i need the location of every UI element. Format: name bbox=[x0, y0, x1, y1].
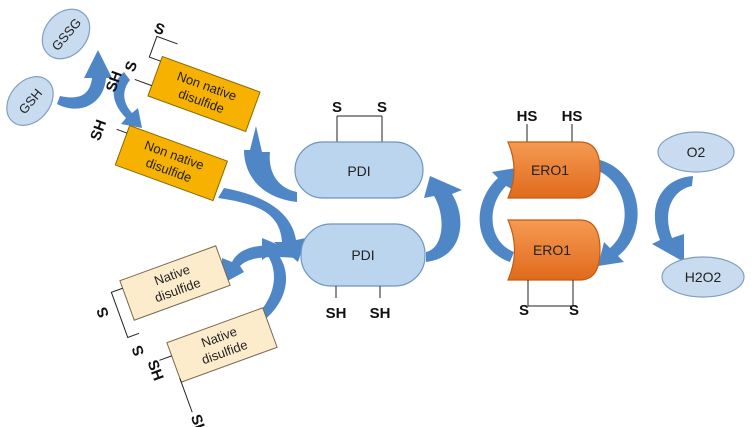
pdi-red-thiol-left: SH bbox=[326, 305, 347, 322]
nonnative-top-bond bbox=[148, 35, 178, 62]
h2o2-label: H2O2 bbox=[685, 269, 722, 285]
nonnative-exchange-arrow bbox=[113, 72, 142, 128]
gsh-molecule: GSH bbox=[6, 76, 54, 126]
native-return-arrow bbox=[258, 238, 287, 322]
native-bottom-stub-a bbox=[159, 355, 172, 361]
native-top-bond bbox=[110, 287, 140, 339]
pdi-ox-label: PDI bbox=[347, 163, 370, 179]
nonnative-to-pdi-arrow bbox=[218, 188, 306, 262]
nonnative-top-stub bbox=[134, 78, 152, 87]
gssg-molecule: GSSG bbox=[41, 8, 91, 60]
ero1-ox-thiol-left: S bbox=[519, 302, 529, 319]
h2o2-molecule: H2O2 bbox=[661, 256, 745, 298]
ero1-reduced: HS HS ERO1 bbox=[507, 108, 601, 199]
ero1-red-thiol-right: HS bbox=[562, 108, 583, 125]
pdi-reduced: PDI SH SH bbox=[300, 223, 426, 322]
ero1-ox-thiol-right: S bbox=[569, 302, 579, 319]
ero1-oxidized: ERO1 S S bbox=[507, 219, 601, 319]
ero1-red-thiol-left: HS bbox=[517, 108, 538, 125]
pdi-ox-thiol-right: S bbox=[377, 99, 387, 116]
ero1-regeneration-arrow bbox=[479, 168, 516, 262]
native-bottom-thiol-b: SH bbox=[187, 412, 210, 427]
pdi-to-nonnative-arrow bbox=[244, 126, 297, 202]
ero1-red-label: ERO1 bbox=[531, 162, 569, 178]
native-top-thiol-b: S bbox=[129, 343, 148, 358]
ero1-reoxidation-arrow bbox=[596, 160, 638, 266]
o2-molecule: O2 bbox=[657, 131, 735, 173]
gsh-to-gssg-arrow bbox=[57, 50, 112, 109]
o2-label: O2 bbox=[687, 144, 706, 160]
nonnative-bottom-substrate: Non native disulfide SH bbox=[87, 118, 229, 202]
reaction-arrows bbox=[57, 50, 693, 322]
native-bottom-substrate: Native disulfide SH SH bbox=[144, 307, 278, 427]
native-top-thiol-a: S bbox=[93, 305, 112, 320]
pdi-red-label: PDI bbox=[351, 247, 374, 263]
pdi-red-thiol-right: SH bbox=[370, 305, 391, 322]
o2-to-h2o2-arrow bbox=[652, 176, 693, 262]
nonnative-bottom-stub bbox=[116, 128, 128, 134]
pdi-oxidized: S S PDI bbox=[294, 99, 424, 199]
nonnative-top-thiol-b: S bbox=[122, 59, 141, 74]
native-bottom-stub-b bbox=[179, 378, 193, 413]
pdi-regeneration-arrow bbox=[424, 176, 462, 262]
native-bottom-thiol-a: SH bbox=[144, 358, 167, 383]
ero1-ox-label: ERO1 bbox=[533, 242, 571, 258]
nonnative-top-thiol-c: SH bbox=[103, 69, 126, 94]
pdi-ox-thiol-left: S bbox=[332, 99, 342, 116]
nonnative-top-thiol-a: S bbox=[152, 20, 167, 39]
nonnative-bottom-thiol-a: SH bbox=[87, 118, 110, 143]
